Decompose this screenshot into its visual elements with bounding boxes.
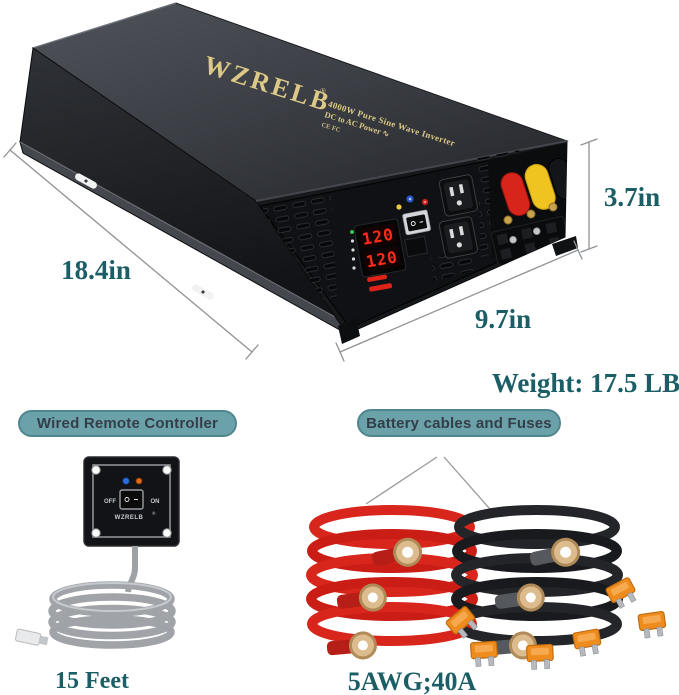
tick xyxy=(580,245,598,253)
remote-inner-border xyxy=(92,464,171,538)
tick xyxy=(573,240,583,260)
dimension-line-depth xyxy=(339,249,579,353)
registered-mark: ® xyxy=(319,86,328,96)
remote-reg-mark: ® xyxy=(152,510,156,516)
brass-terminal-screw xyxy=(526,209,536,219)
led-voltage-displays: 120 120 xyxy=(353,218,407,278)
screw-hole xyxy=(162,528,172,538)
remote-rocker-switch xyxy=(119,489,144,510)
tick xyxy=(335,342,345,362)
blue-led-core xyxy=(408,197,412,201)
dim-length-label: 18.4in xyxy=(61,255,131,285)
remote-red-led xyxy=(135,477,143,485)
dimension-annotations: 18.4in 9.7in 3.7in Weight: 17.5 LB xyxy=(3,138,679,398)
tick xyxy=(245,344,259,360)
ac-outlet-lower xyxy=(438,216,478,259)
blade-fuse xyxy=(572,628,604,658)
dimension-line-length xyxy=(9,149,253,353)
screw-hole xyxy=(91,465,101,475)
remote-off-label: OFF xyxy=(104,499,116,505)
tick xyxy=(3,142,17,158)
remote-brand-label: WZRELB xyxy=(115,515,144,521)
remote-port xyxy=(404,235,429,258)
remote-cable-length-caption: 15 Feet xyxy=(55,668,129,694)
cables-section-title: Battery cables and Fuses xyxy=(366,414,552,432)
screw-hole xyxy=(162,465,172,475)
battery-bar-indicator xyxy=(367,274,387,282)
top-back-edge-highlight xyxy=(32,2,177,49)
remote-section-label-pill: Wired Remote Controller xyxy=(18,410,237,437)
red-led-core xyxy=(424,201,426,203)
tick xyxy=(580,138,598,146)
status-led-column xyxy=(350,230,356,270)
negative-terminal-post xyxy=(548,157,567,200)
remote-cable xyxy=(125,546,138,593)
positive-terminal-cover xyxy=(500,172,531,217)
battery-bar-indicator xyxy=(369,283,393,292)
flange-edge-highlight xyxy=(19,141,345,323)
cable-spec-caption: 5AWG;40A xyxy=(348,667,477,695)
vent-grid-bottom xyxy=(431,248,476,281)
ac-outlet-upper xyxy=(438,174,478,217)
keyhole-slot xyxy=(192,284,214,300)
flange-foot-right xyxy=(552,236,578,256)
remote-cable-connector xyxy=(14,628,49,646)
yellow-terminal-cover xyxy=(524,163,556,210)
remote-section-title: Wired Remote Controller xyxy=(36,415,219,432)
blade-fuse xyxy=(637,610,668,640)
brass-terminal-screw xyxy=(503,215,513,225)
screw-hole xyxy=(91,528,101,538)
yellow-led xyxy=(396,204,402,210)
remote-controller-illustration: OFF ON WZRELB ® xyxy=(83,456,180,593)
ring-terminal-lugs xyxy=(326,537,581,660)
remote-cable-coil xyxy=(48,581,176,649)
pointer-lines xyxy=(365,456,498,518)
blade-fuse xyxy=(525,643,555,671)
brass-terminal-screw xyxy=(548,202,558,212)
weight-label: Weight: 17.5 LB xyxy=(492,368,679,398)
dim-depth-label: 9.7in xyxy=(475,304,531,334)
dim-height-label: 3.7in xyxy=(604,182,660,212)
flange-foot-front xyxy=(338,318,360,344)
blade-fuse xyxy=(469,640,499,668)
cables-section-label-pill: Battery cables and Fuses xyxy=(357,409,561,437)
remote-blue-led xyxy=(122,477,130,485)
remote-on-label: ON xyxy=(151,499,160,505)
power-switch xyxy=(402,209,431,236)
led-display-top xyxy=(358,223,398,249)
keyhole-slot xyxy=(75,173,97,189)
battery-cable-black xyxy=(451,505,623,646)
led-display-bottom xyxy=(362,246,402,272)
inverter-illustration: 120 120 xyxy=(19,2,578,344)
